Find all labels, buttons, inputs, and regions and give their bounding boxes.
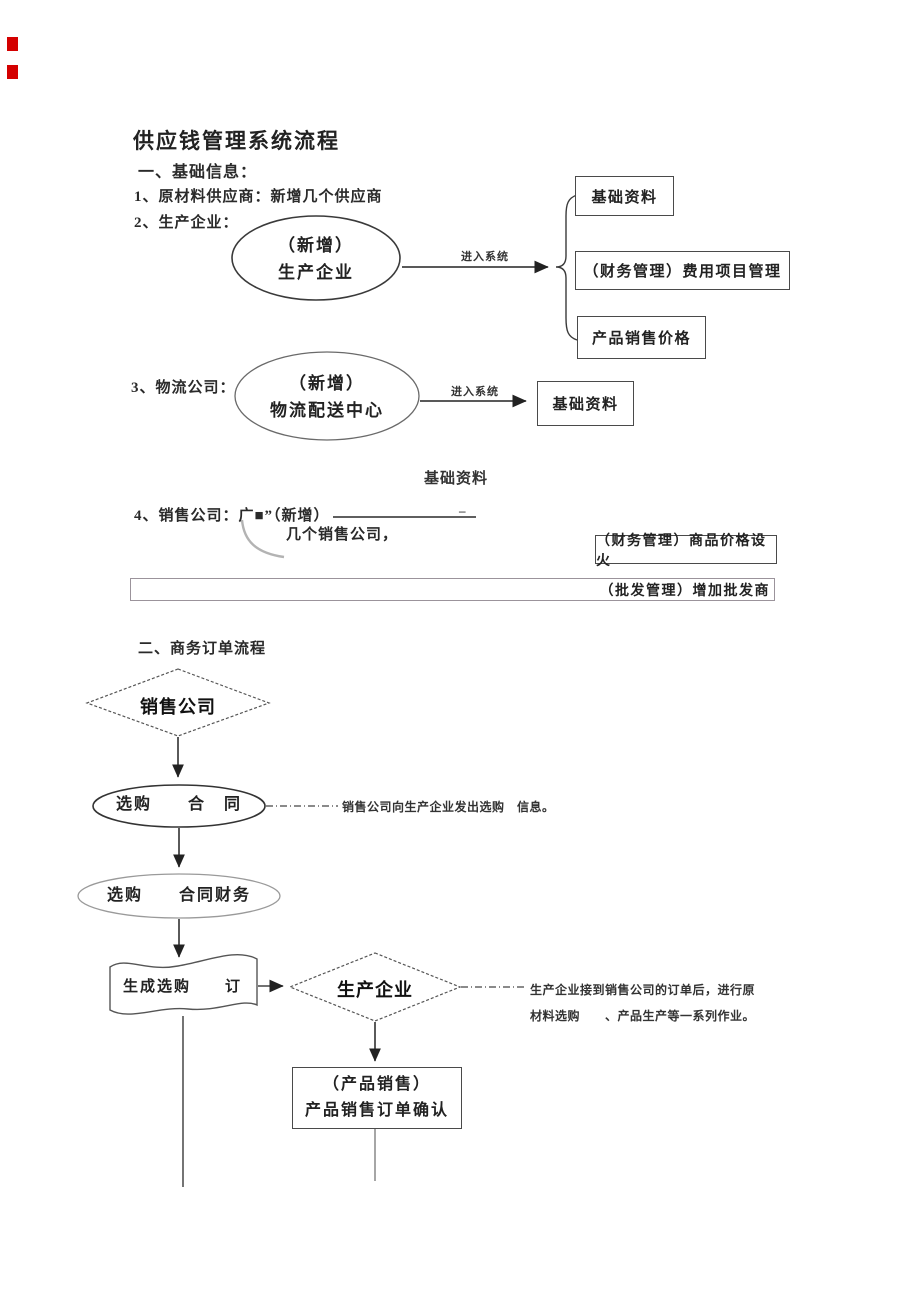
logistics-ellipse	[234, 351, 420, 441]
list-item-3: 3、物流公司：	[131, 380, 236, 396]
producer-ellipse-line1: （新增）	[278, 236, 354, 255]
list-item-2: 2、生产企业：	[134, 215, 239, 231]
producer-note: 生产企业接到销售公司的订单后，进行原 材料选购 、产品生产等一系列作业。	[530, 977, 760, 1029]
list-item-4: 4、销售公司：广■”（新增）	[134, 508, 330, 524]
item4-small-dash: –	[459, 503, 466, 518]
box-basic-data-2: 基础资料	[537, 381, 634, 426]
sales-diamond-label: 销售公司	[140, 697, 216, 717]
producer-ellipse	[231, 215, 401, 301]
logistics-arrow-label: 进入系统	[451, 386, 499, 398]
producer-note-line2: 材料选购 、产品生产等一系列作业。	[530, 1009, 756, 1023]
box-add-wholesaler: （批发管理）增加批发商	[130, 578, 775, 601]
box-order-confirm-line2: 产品销售订单确认	[304, 1102, 449, 1119]
brace-connector	[555, 194, 578, 341]
red-annotation-mark-icon	[7, 37, 18, 51]
item4-note: 几个销售公司，	[286, 527, 399, 543]
leader-arc	[240, 519, 285, 559]
contract-finance-label: 选购 合同财务	[106, 887, 251, 904]
contract-finance-ellipse	[77, 873, 281, 919]
box-order-confirm: （产品销售） 产品销售订单确认	[292, 1067, 462, 1129]
producer-arrow-label: 进入系统	[461, 251, 509, 263]
box-finance-expense: （财务管理）费用项目管理	[575, 251, 790, 290]
logistics-ellipse-line1: （新增）	[289, 374, 365, 393]
doc-order-label: 生成选购 订	[122, 979, 242, 995]
box-product-price: 产品销售价格	[577, 316, 706, 359]
box-commodity-price: （财务管理）商品价格设火	[595, 534, 777, 569]
purchase-contract-ellipse	[92, 784, 266, 828]
producer-note-line1: 生产企业接到销售公司的订单后，进行原	[530, 983, 756, 997]
page-title: 供应钱管理系统流程	[133, 130, 340, 153]
section2-heading: 二、商务订单流程	[138, 641, 267, 657]
contract-note: 销售公司向生产企业发出选购 信息。	[342, 800, 555, 814]
purchase-contract-label: 选购 合 同	[115, 796, 242, 813]
logistics-ellipse-line2: 物流配送中心	[270, 401, 384, 420]
producer-diamond	[288, 952, 462, 1022]
purchase-order-document-shape	[109, 954, 258, 1015]
section1-heading: 一、基础信息：	[138, 164, 258, 181]
box-order-confirm-line1: （产品销售）	[322, 1076, 431, 1093]
producer-ellipse-line2: 生产企业	[278, 263, 354, 282]
box-basic-data-1: 基础资料	[575, 176, 674, 216]
red-annotation-mark-icon	[7, 65, 18, 79]
producer-diamond-label: 生产企业	[337, 980, 413, 1000]
producer-ellipse-label: （新增） 生产企业	[232, 232, 400, 286]
logistics-ellipse-label: （新增） 物流配送中心	[235, 370, 419, 424]
list-item-1: 1、原材料供应商：新增几个供应商	[134, 189, 383, 205]
floating-basic-data-label: 基础资料	[424, 471, 489, 487]
